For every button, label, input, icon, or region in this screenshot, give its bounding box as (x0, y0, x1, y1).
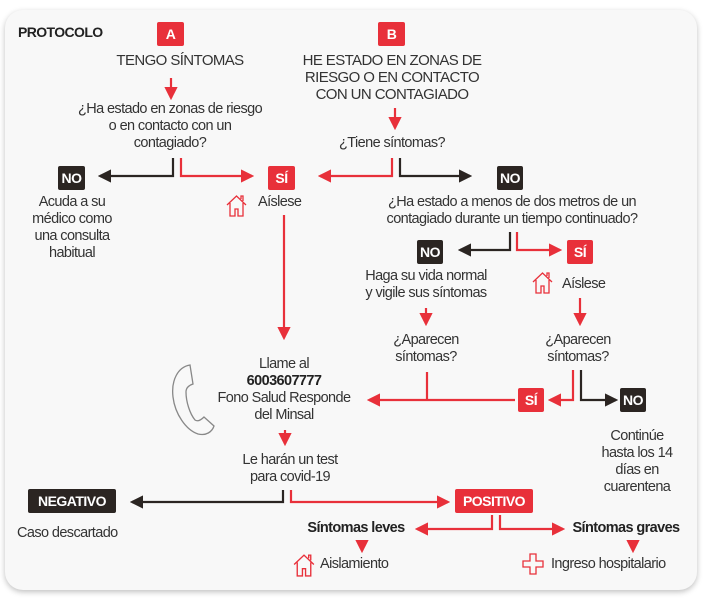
path-b-question: ¿Tiene síntomas? (339, 135, 446, 151)
si-c-text: Aíslese (562, 276, 606, 292)
phone-icon (172, 364, 215, 436)
arrow-positivo (289, 490, 451, 509)
house-icon (226, 195, 247, 217)
negativo-badge: NEGATIVO (28, 489, 116, 513)
no-badge-c: NO (417, 240, 443, 264)
phone-number[interactable]: 6003607777 (246, 373, 322, 389)
positivo-badge: POSITIVO (455, 489, 533, 513)
arrow-a-no (97, 158, 175, 183)
sintomas-graves: Síntomas graves (572, 520, 680, 536)
path-b-badge: B (378, 22, 405, 46)
si-badge-d: SÍ (518, 388, 544, 412)
house-icon (293, 554, 315, 577)
arrow-leves (414, 515, 494, 536)
house-icon (532, 272, 553, 294)
arrow-d-si (547, 370, 575, 407)
no-badge-a: NO (58, 166, 85, 190)
path-a-text: TENGO SÍNTOMAS (116, 52, 244, 69)
si-badge-main: SÍ (268, 166, 295, 190)
ingreso-text: Ingreso hospitalario (551, 556, 666, 572)
medical-cross-icon (522, 553, 544, 575)
si-badge-c: SÍ (567, 240, 593, 264)
arrow-a-si (179, 158, 255, 183)
sintomas-leves: Síntomas leves (307, 520, 405, 536)
arrow-d-no (579, 370, 619, 407)
arrow-c-no (457, 232, 512, 257)
path-a-badge: A (157, 22, 184, 46)
negativo-text: Caso descartado (17, 525, 118, 541)
si-main-text: Aíslese (258, 194, 302, 210)
arrow-b-si (317, 158, 394, 183)
protocol-card (5, 10, 697, 590)
arrow-c-si (515, 232, 563, 257)
arrow-b-no (398, 158, 473, 183)
no-badge-b: NO (497, 166, 523, 190)
arrow-negativo (129, 490, 285, 509)
no-badge-d: NO (620, 388, 646, 412)
arrow-graves (498, 515, 566, 536)
aislamiento-text: Aislamiento (320, 556, 389, 572)
protocol-title: PROTOCOLO (18, 24, 103, 40)
